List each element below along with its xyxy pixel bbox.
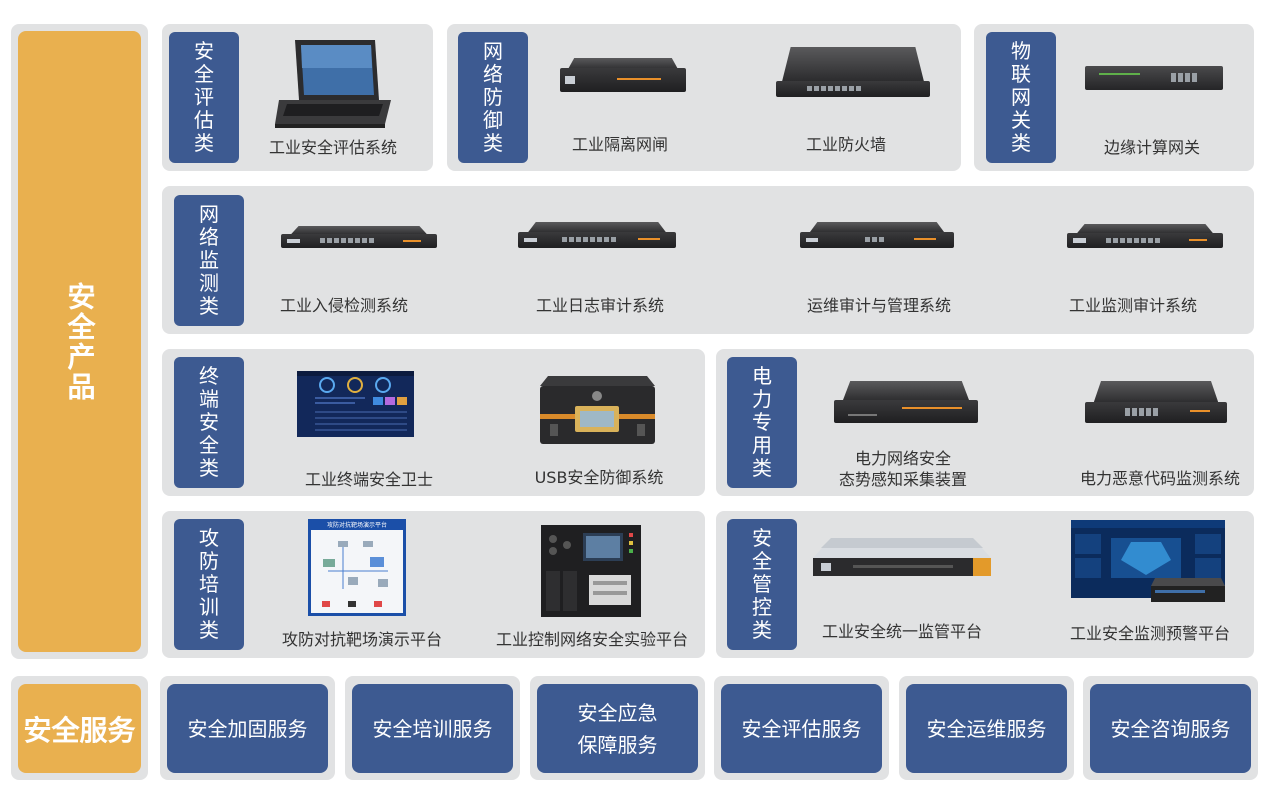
ics-lab-cabinet [541,525,641,617]
ops-audit-device [800,222,954,248]
product-assessment-system: 工业安全评估系统 [268,138,398,157]
service-operations[interactable]: 安全运维服务 [906,684,1067,773]
category-power: 电力专用类 [727,357,797,488]
unified-platform-device [813,538,991,576]
intrusion-detection-device [281,226,437,248]
early-warning-platform-screenshot [1071,520,1225,602]
services-title: 安全服务 [23,713,136,747]
product-power-malicious-code: 电力恶意代码监测系统 [1079,469,1241,488]
product-ops-audit: 运维审计与管理系统 [806,296,952,315]
product-ics-lab: 工业控制网络安全实验平台 [495,630,689,649]
range-platform-screenshot: 攻防对抗靶场演示平台 [308,519,406,616]
category-network-defense: 网络防御类 [458,32,528,163]
products-title: 安全产品 [63,281,97,402]
power-collect-device [834,381,978,423]
product-firewall: 工业防火墙 [805,135,887,154]
monitor-audit-device [1067,224,1223,248]
firewall-device [776,47,930,97]
category-assessment: 安全评估类 [169,32,239,163]
isolation-gateway-device [560,58,686,92]
product-power-collect-line1: 电力网络安全 [854,449,952,468]
power-malicious-code-device [1085,381,1227,423]
network-monitoring-panel [162,186,1254,334]
product-early-warning-platform: 工业安全监测预警平台 [1069,624,1231,643]
category-network-monitoring: 网络监测类 [174,195,244,326]
category-iot: 物联网关类 [986,32,1056,163]
category-management: 安全管控类 [727,519,797,650]
product-edge-gateway: 边缘计算网关 [1103,138,1201,157]
category-training: 攻防培训类 [174,519,244,650]
service-consulting[interactable]: 安全咨询服务 [1090,684,1251,773]
service-assessment[interactable]: 安全评估服务 [721,684,882,773]
log-audit-device [518,222,676,248]
product-monitor-audit: 工业监测审计系统 [1068,296,1198,315]
product-isolation-gateway: 工业隔离网闸 [571,135,669,154]
service-training[interactable]: 安全培训服务 [352,684,513,773]
product-log-audit: 工业日志审计系统 [535,296,665,315]
endpoint-guard-screenshot [297,371,414,437]
product-range-platform: 攻防对抗靶场演示平台 [281,630,443,649]
product-intrusion-detection: 工业入侵检测系统 [279,296,409,315]
service-hardening[interactable]: 安全加固服务 [167,684,328,773]
laptop-image [275,40,391,128]
product-endpoint-guard: 工业终端安全卫士 [304,470,434,489]
usb-defense-device [540,376,655,444]
range-screen-title: 攻防对抗靶场演示平台 [327,521,387,529]
product-usb-defense: USB安全防御系统 [534,468,664,487]
category-endpoint: 终端安全类 [174,357,244,488]
service-emergency[interactable]: 安全应急 保障服务 [537,684,698,773]
product-unified-platform: 工业安全统一监管平台 [821,622,983,641]
product-power-collect-line2: 态势感知采集装置 [838,470,968,489]
products-title-block: 安全产品 [18,31,141,652]
edge-gateway-device [1085,66,1223,90]
services-title-block: 安全服务 [18,684,141,773]
